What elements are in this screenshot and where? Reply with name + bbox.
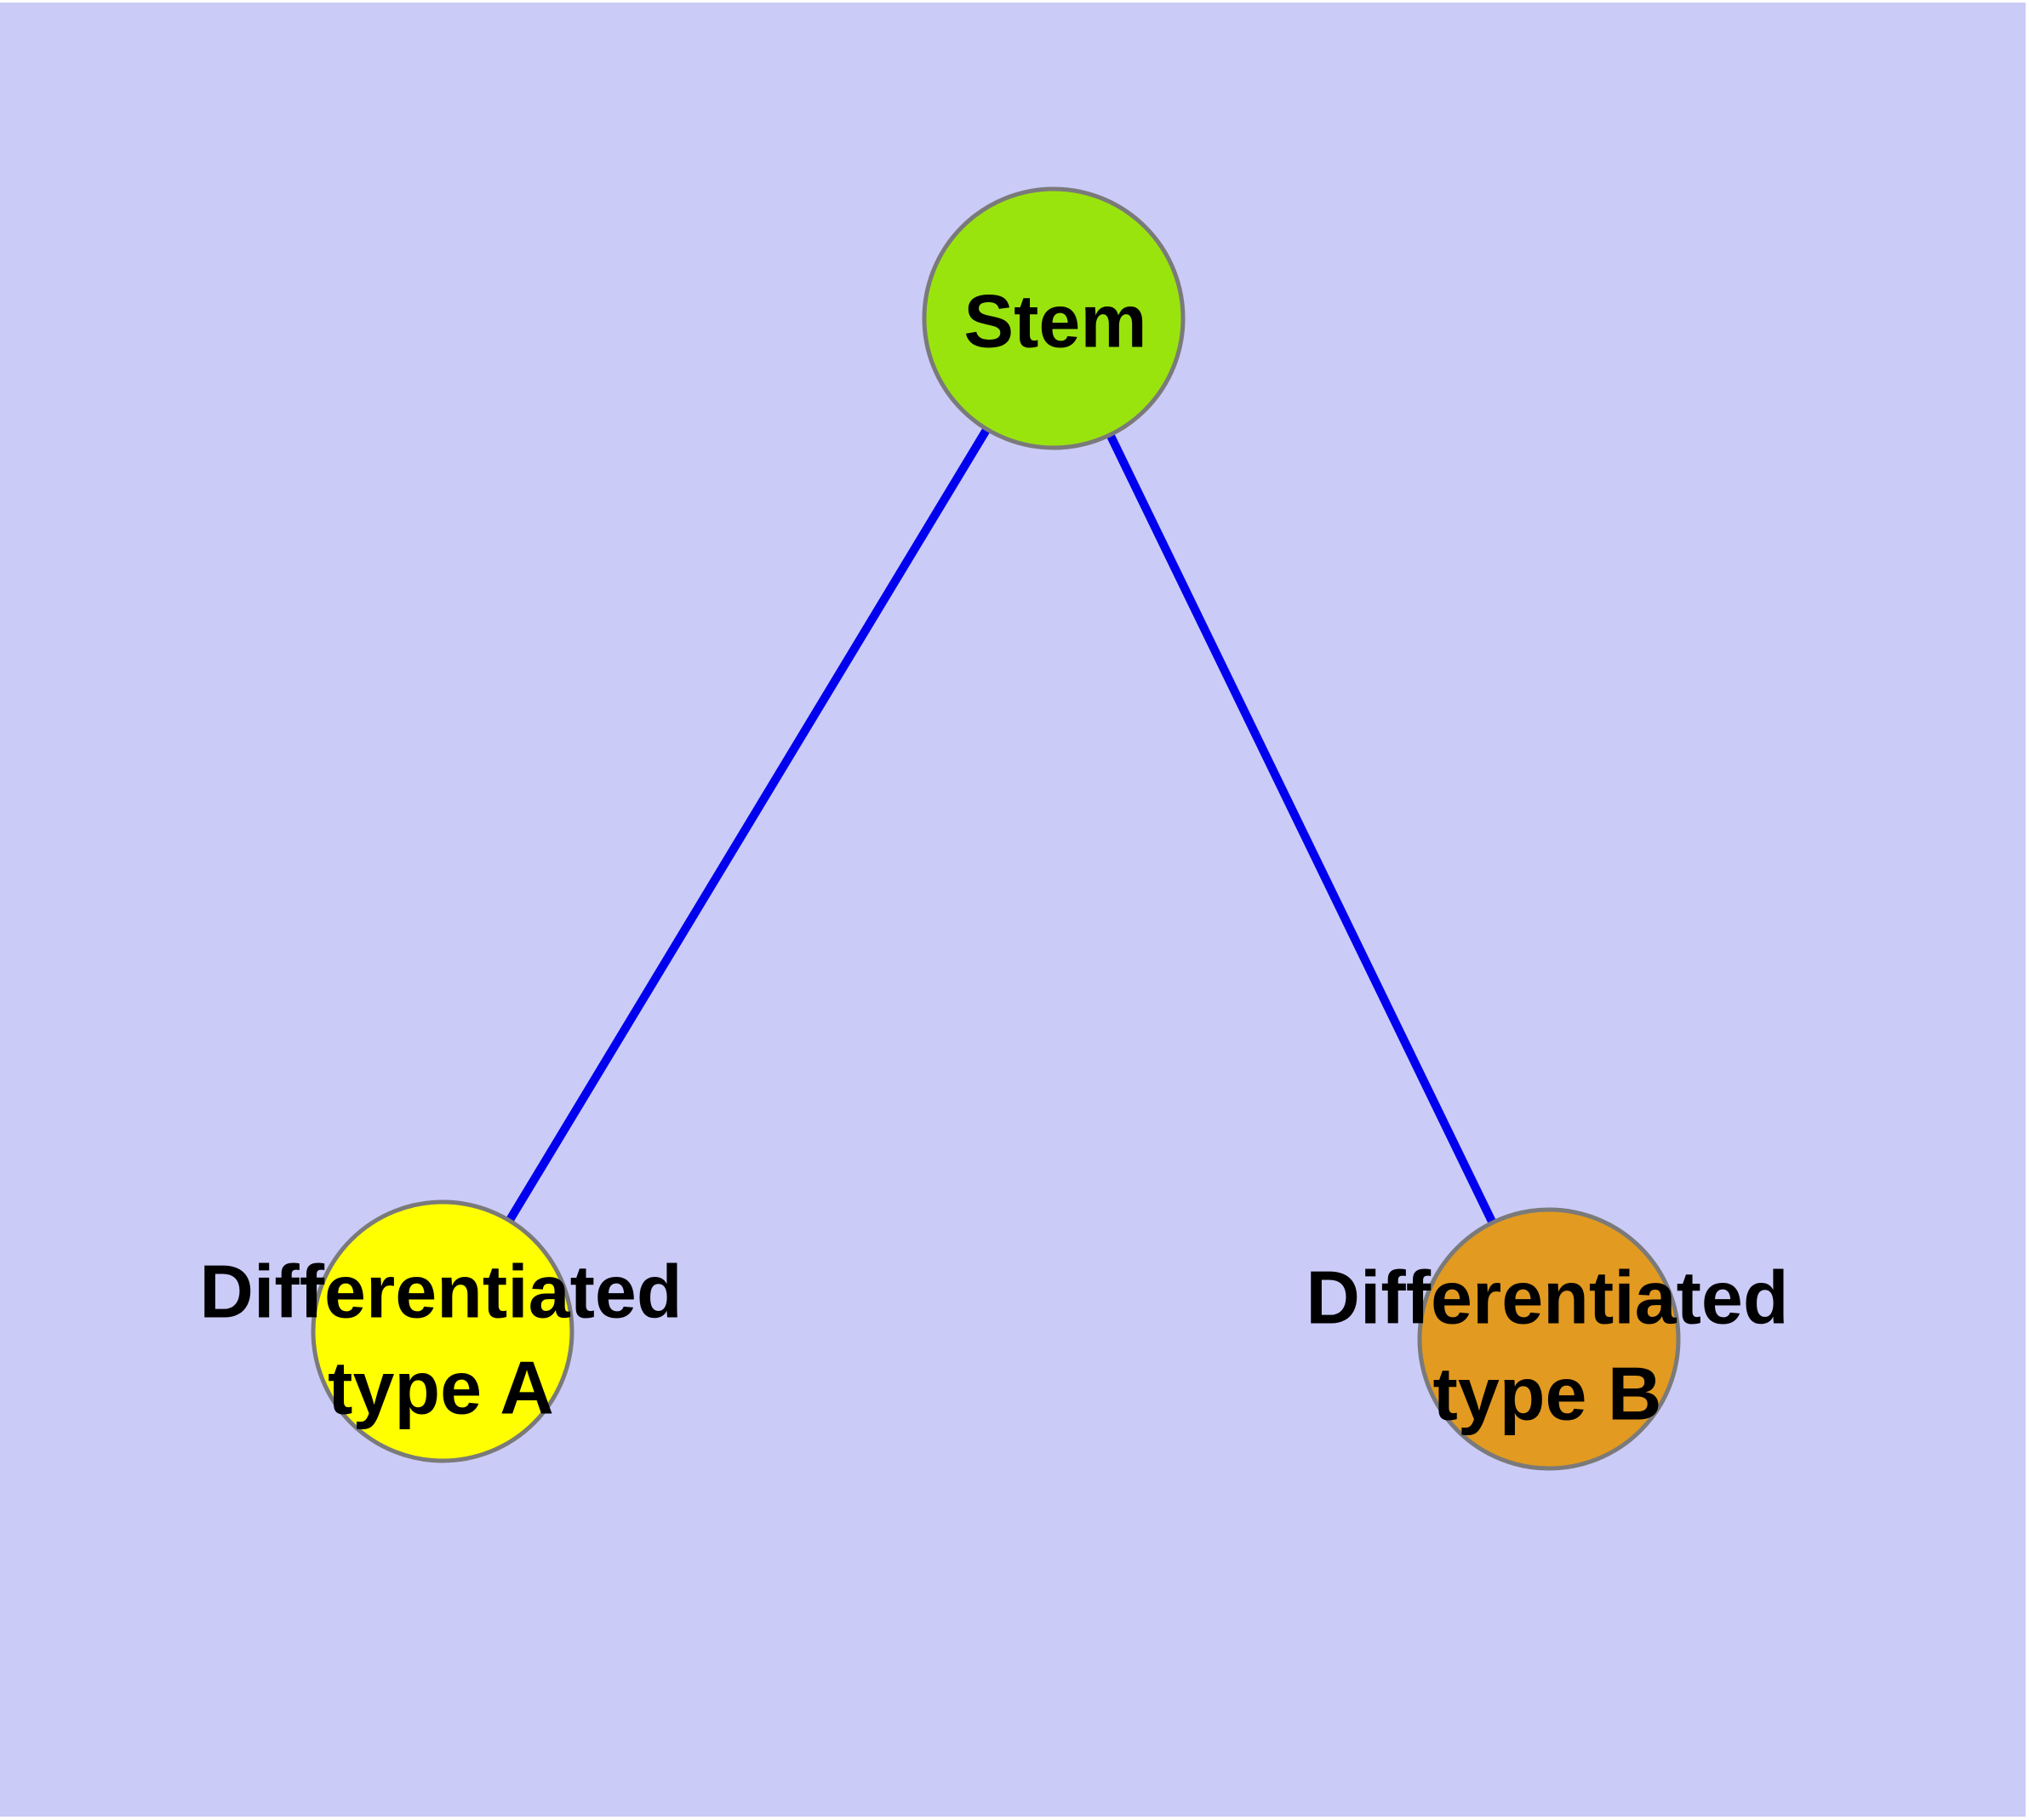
node-type-b-circle	[1417, 1207, 1681, 1471]
node-stem-circle	[922, 186, 1186, 450]
edge-stem-to-type-a	[438, 316, 1058, 1334]
node-type-a-circle	[311, 1199, 574, 1463]
edge-stem-to-type-b	[1049, 316, 1553, 1342]
